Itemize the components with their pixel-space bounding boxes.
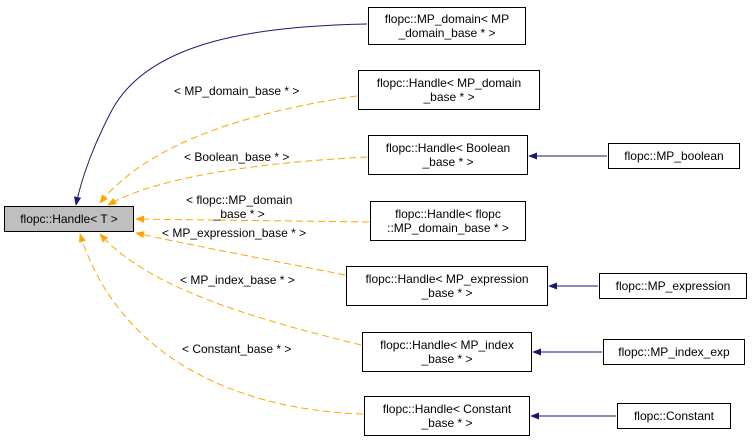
edge-handle-mp-expression-to-root bbox=[135, 231, 346, 276]
node-mp-expression[interactable]: flopc::MP_expression bbox=[599, 273, 747, 299]
node-label-line: flopc::Handle< MP_domain bbox=[376, 76, 522, 90]
node-mp-domain[interactable]: flopc::MP_domain< MP _domain_base * > bbox=[368, 7, 526, 45]
node-label-line: flopc::Handle< Constant bbox=[382, 402, 512, 416]
edge-label-text: < Boolean_base * > bbox=[184, 150, 290, 164]
edge-label-text: < Constant_base * > bbox=[182, 342, 292, 356]
node-label: flopc::MP_index_exp bbox=[618, 345, 730, 359]
node-mp-index-exp[interactable]: flopc::MP_index_exp bbox=[603, 339, 745, 365]
node-label-line: _base * > bbox=[421, 286, 473, 300]
node-label-line: _base * > bbox=[423, 90, 475, 104]
node-constant[interactable]: flopc::Constant bbox=[617, 403, 731, 429]
node-label-line: _base * > bbox=[421, 416, 473, 430]
edge-label-mp-index-base: < MP_index_base * > bbox=[180, 273, 295, 287]
edge-label-flopc-mp-domain-base: < flopc::MP_domain _base * > bbox=[186, 193, 292, 221]
edge-handle-mp-domain-to-root bbox=[99, 95, 358, 204]
node-label: flopc::Handle< T > bbox=[20, 212, 118, 226]
edge-mp-domain-to-handle bbox=[74, 23, 368, 206]
edge-label-text: < flopc::MP_domain bbox=[186, 193, 293, 207]
node-handle-t[interactable]: flopc::Handle< T > bbox=[4, 206, 134, 232]
node-label-line: _base * > bbox=[422, 155, 474, 169]
node-label-line: ::MP_domain_base * > bbox=[387, 221, 509, 235]
node-handle-mp-domain[interactable]: flopc::Handle< MP_domain _base * > bbox=[358, 70, 540, 110]
node-handle-constant[interactable]: flopc::Handle< Constant _base * > bbox=[364, 396, 530, 436]
edge-label-text: < MP_domain_base * > bbox=[174, 84, 300, 98]
edge-label-mp-expression-base: < MP_expression_base * > bbox=[162, 226, 306, 240]
edge-label-mp-domain-base: < MP_domain_base * > bbox=[174, 84, 299, 98]
node-label-line: flopc::MP_domain< MP bbox=[384, 12, 510, 26]
edge-label-boolean-base: < Boolean_base * > bbox=[184, 150, 289, 164]
edge-label-text: < MP_index_base * > bbox=[180, 273, 295, 287]
node-mp-boolean[interactable]: flopc::MP_boolean bbox=[608, 143, 740, 169]
node-label-line: flopc::Handle< MP_index bbox=[380, 338, 514, 352]
edge-handle-flopc-mp-domain-to-root bbox=[135, 215, 370, 223]
node-handle-boolean[interactable]: flopc::Handle< Boolean _base * > bbox=[368, 135, 528, 175]
edge-label-constant-base: < Constant_base * > bbox=[182, 342, 291, 356]
node-label-line: flopc::Handle< Boolean bbox=[385, 141, 511, 155]
node-handle-mp-index[interactable]: flopc::Handle< MP_index _base * > bbox=[362, 332, 532, 372]
node-label: flopc::MP_expression bbox=[615, 279, 731, 293]
node-handle-mp-expression[interactable]: flopc::Handle< MP_expression _base * > bbox=[346, 266, 548, 306]
edge-handle-mp-index-to-root bbox=[99, 233, 362, 346]
edge-label-text: < MP_expression_base * > bbox=[162, 226, 307, 240]
node-label-line: flopc::Handle< MP_expression bbox=[365, 272, 529, 286]
edge-label-text: _base * > bbox=[213, 207, 265, 221]
node-label-line: _base * > bbox=[421, 352, 473, 366]
node-label-line: flopc::Handle< flopc bbox=[395, 207, 501, 221]
node-label: flopc::MP_boolean bbox=[624, 149, 724, 163]
edge-handle-boolean-to-root bbox=[107, 156, 368, 206]
node-label-line: _domain_base * > bbox=[398, 26, 496, 40]
node-label: flopc::Constant bbox=[633, 409, 715, 423]
node-handle-flopc-mp-domain[interactable]: flopc::Handle< flopc ::MP_domain_base * … bbox=[370, 201, 526, 241]
edge-handle-constant-to-root bbox=[79, 233, 364, 415]
